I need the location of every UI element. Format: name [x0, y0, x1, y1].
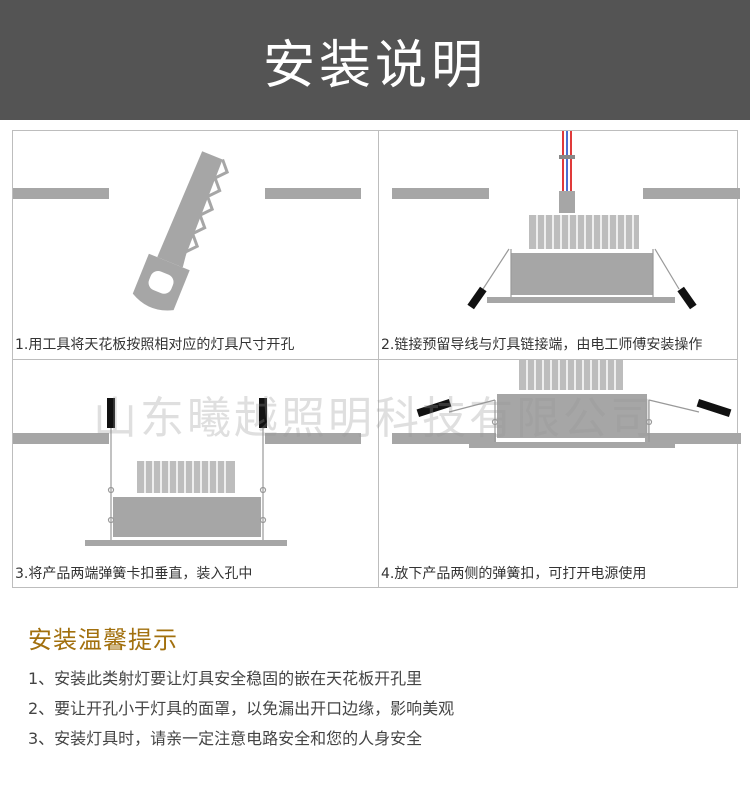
wires-icon	[559, 131, 575, 191]
connector-block	[559, 191, 575, 213]
page-title: 安装说明	[262, 35, 487, 96]
step-3-panel: 3.将产品两端弹簧卡扣垂直，装入孔中	[13, 360, 375, 587]
ceiling-right	[265, 433, 361, 444]
tip-item: 2、要让开孔小于灯具的面罩，以免漏出开口边缘，影响美观	[28, 699, 455, 718]
clip-right	[259, 398, 267, 428]
step-3-caption: 3.将产品两端弹簧卡扣垂直，装入孔中	[15, 566, 253, 582]
ceiling-left	[13, 188, 109, 199]
step-1-illustration	[13, 151, 361, 311]
tip-item: 1、安装此类射灯要让灯具安全稳固的嵌在天花板开孔里	[28, 669, 423, 688]
heatsink-icon	[519, 360, 623, 390]
heatsink-icon	[529, 215, 639, 249]
lamp-body	[511, 253, 653, 295]
grid-divider-horizontal	[13, 359, 737, 360]
clip-right	[677, 286, 697, 310]
tips-heading: 安装温馨提示	[28, 626, 178, 654]
spring-clip-icon	[482, 248, 680, 297]
step-4-illustration	[392, 360, 741, 448]
tip-item: 3、安装灯具时，请亲一定注意电路安全和您的人身安全	[28, 729, 423, 748]
lamp-face	[487, 297, 675, 303]
step-2-panel: 2.链接预留导线与灯具链接端，由电工师傅安装操作	[379, 131, 741, 358]
lamp-face	[85, 540, 287, 546]
clip-right	[696, 398, 732, 418]
installation-steps-grid: 1.用工具将天花板按照相对应的灯具尺寸开孔	[12, 130, 741, 588]
lamp-body	[497, 394, 647, 438]
ceiling-left	[392, 188, 489, 199]
step-2-illustration	[392, 131, 740, 310]
step-4-panel: 4.放下产品两侧的弹簧扣，可打开电源使用	[379, 360, 741, 587]
ceiling-left	[392, 433, 496, 444]
step-4-caption: 4.放下产品两侧的弹簧扣，可打开电源使用	[381, 566, 647, 582]
spring-clip-icon	[448, 399, 700, 442]
lamp-body	[113, 497, 261, 537]
tips-list: 1、安装此类射灯要让灯具安全稳固的嵌在天花板开孔里 2、要让开孔小于灯具的面罩，…	[28, 668, 454, 758]
clip-left	[107, 398, 115, 428]
step-2-caption: 2.链接预留导线与灯具链接端，由电工师傅安装操作	[381, 337, 703, 353]
step-1-panel: 1.用工具将天花板按照相对应的灯具尺寸开孔	[13, 131, 375, 358]
lamp-face	[469, 442, 675, 448]
saw-icon	[132, 151, 230, 311]
heatsink-icon	[137, 461, 235, 493]
ceiling-right	[265, 188, 361, 199]
clip-left	[467, 286, 487, 310]
step-1-caption: 1.用工具将天花板按照相对应的灯具尺寸开孔	[15, 337, 295, 353]
ceiling-right	[645, 433, 741, 444]
header-banner: 安装说明	[0, 0, 750, 120]
step-3-illustration	[13, 398, 361, 546]
ceiling-right	[643, 188, 740, 199]
ceiling-left	[13, 433, 109, 444]
clip-left	[416, 398, 452, 418]
